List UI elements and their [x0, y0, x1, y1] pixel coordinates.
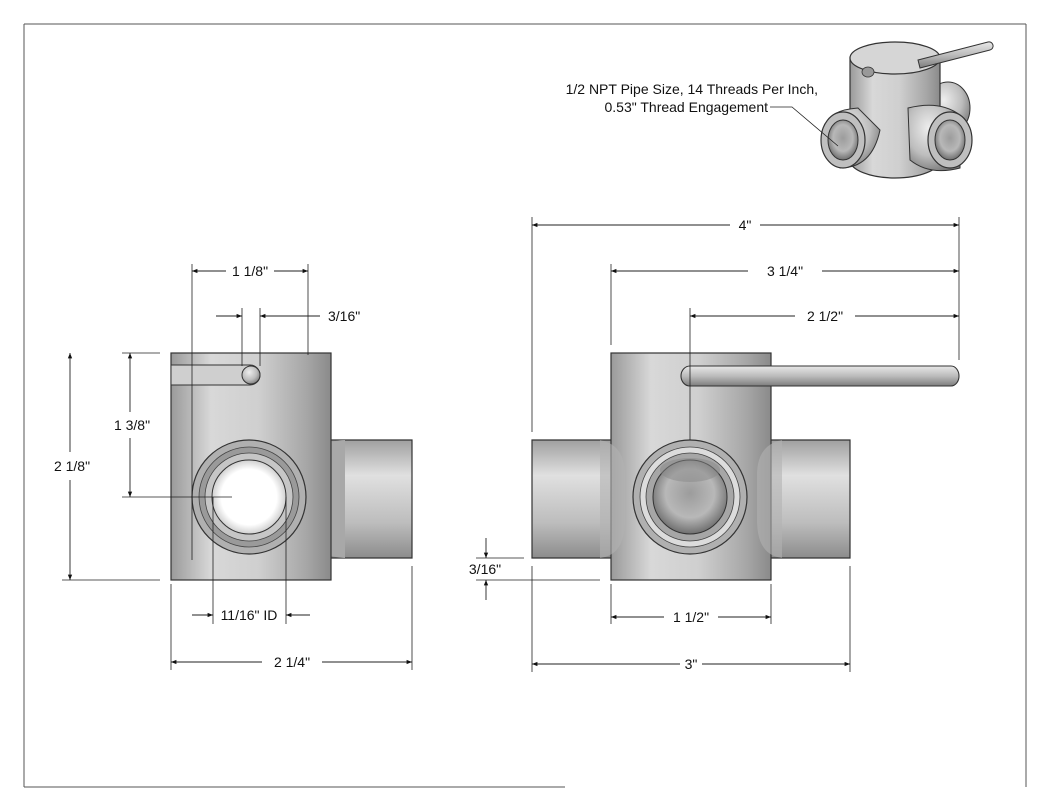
side-view-dimensions — [476, 217, 960, 672]
front-view-dimensions — [62, 264, 413, 670]
dim-overall-top: 4" — [739, 217, 752, 233]
dim-body-width: 1 1/2" — [673, 609, 709, 625]
note-line-1: 1/2 NPT Pipe Size, 14 Threads Per Inch, — [566, 81, 818, 97]
dim-slot: 3/16" — [328, 308, 360, 324]
dim-handle-span: 3 1/4" — [767, 263, 803, 279]
dim-total-width-side: 3" — [685, 656, 698, 672]
dim-total-height: 2 1/8" — [54, 458, 90, 474]
dim-total-width-front: 2 1/4" — [274, 654, 310, 670]
dim-width-top: 1 1/8" — [232, 263, 268, 279]
note-line-2: 0.53" Thread Engagement — [605, 99, 769, 115]
front-view — [170, 352, 413, 581]
page-border — [23, 23, 1027, 788]
dim-handle-from-center: 2 1/2" — [807, 308, 843, 324]
dim-inner-diameter: 11/16" ID — [221, 607, 278, 623]
dim-center-height: 1 3/8" — [114, 417, 150, 433]
side-view — [531, 352, 960, 581]
isometric-view — [770, 41, 994, 179]
dim-offset: 3/16" — [469, 561, 501, 577]
